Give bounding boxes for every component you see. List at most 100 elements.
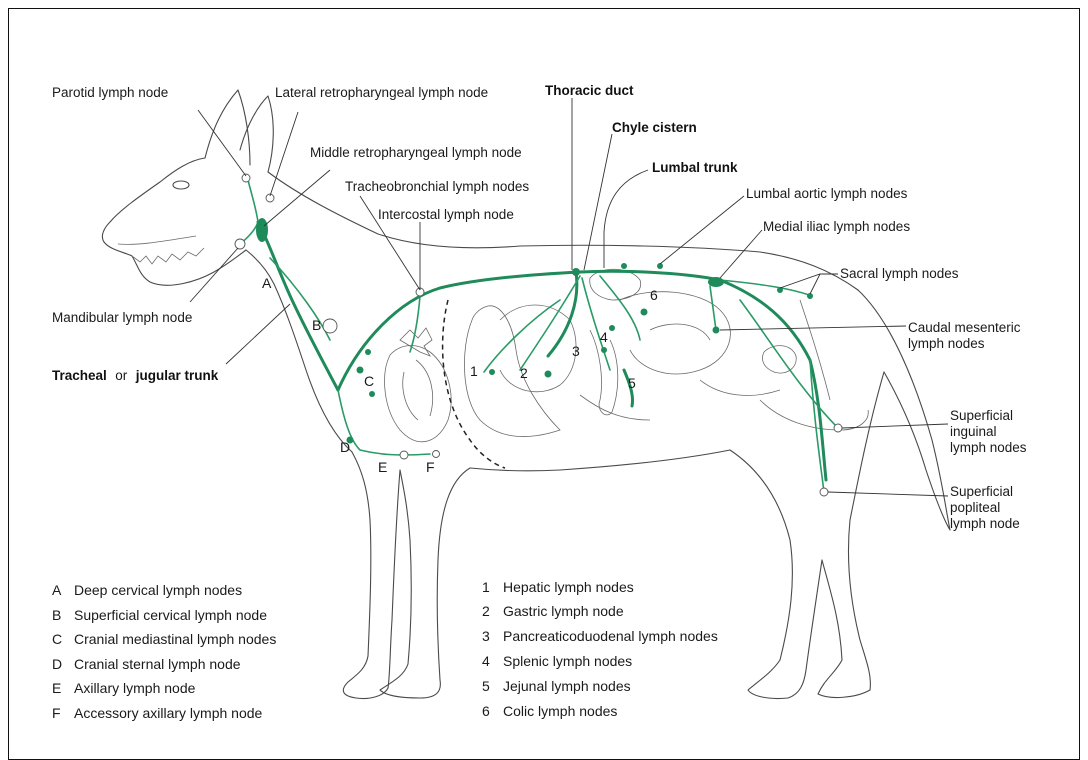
legend-row: 1 Hepatic lymph nodes bbox=[482, 579, 634, 595]
accessory-axillary-node bbox=[433, 451, 440, 458]
bladder bbox=[762, 346, 796, 373]
mandibular-vessel bbox=[240, 180, 258, 244]
lymphatic-system bbox=[235, 174, 842, 496]
label-mandibular: Mandibular lymph node bbox=[52, 310, 192, 325]
axillary-vessel bbox=[338, 390, 430, 455]
label-lateral-retro: Lateral retropharyngeal lymph node bbox=[275, 85, 488, 100]
marker-B: B bbox=[312, 317, 321, 333]
label-thoracic-duct: Thoracic duct bbox=[545, 83, 634, 98]
back-line bbox=[520, 245, 858, 290]
colic-node bbox=[641, 309, 648, 316]
legend-key: 6 bbox=[482, 703, 490, 719]
label-medial-iliac: Medial iliac lymph nodes bbox=[763, 219, 910, 234]
head-top bbox=[102, 158, 205, 242]
legend-text: Deep cervical lymph nodes bbox=[74, 582, 242, 598]
lead-chyle-cistern bbox=[584, 134, 612, 270]
lead-medial-iliac bbox=[720, 230, 762, 278]
cranial-mediastinal-node-2 bbox=[365, 349, 371, 355]
lead-lumbal-trunk bbox=[604, 170, 648, 268]
legend-key: F bbox=[52, 705, 61, 721]
tracheal-trunk-vessel bbox=[258, 222, 338, 390]
hepatic-node bbox=[489, 369, 495, 375]
label-tracheal-b: jugular trunk bbox=[135, 368, 219, 383]
lead-tracheal-trunk bbox=[226, 304, 290, 364]
label-lumbal-aortic: Lumbal aortic lymph nodes bbox=[746, 186, 908, 201]
belly bbox=[470, 450, 730, 471]
hind-leg-front bbox=[730, 450, 822, 699]
chyle-cistern-node bbox=[572, 268, 580, 276]
legend-key: A bbox=[52, 582, 62, 598]
gastric-node bbox=[545, 371, 552, 378]
legend-text: Superficial cervical lymph node bbox=[74, 607, 267, 623]
visceral-branches bbox=[484, 276, 640, 372]
cranial-mediastinal-node-1 bbox=[357, 367, 364, 374]
marker-3: 3 bbox=[572, 343, 580, 359]
legend-text: Cranial sternal lymph node bbox=[74, 656, 241, 672]
label-parotid: Parotid lymph node bbox=[52, 85, 168, 100]
caudal-mesenteric-node bbox=[713, 327, 720, 334]
legend-row: C Cranial mediastinal lymph nodes bbox=[52, 631, 276, 647]
middle-retro-node bbox=[256, 218, 268, 242]
sup-inguinal-node bbox=[834, 424, 842, 432]
lung-vessel bbox=[400, 328, 432, 356]
marker-E: E bbox=[378, 459, 387, 475]
label-sup-popliteal-2: popliteal bbox=[950, 500, 1000, 515]
legend-row: 5 Jejunal lymph nodes bbox=[482, 678, 631, 694]
lead-lumbal-aortic bbox=[660, 196, 744, 264]
label-caudal-mesenteric-1: Caudal mesenteric bbox=[908, 320, 1021, 335]
sup-popliteal-node bbox=[820, 488, 828, 496]
mouth-line bbox=[118, 236, 196, 244]
marker-6: 6 bbox=[650, 287, 658, 303]
legend-text: Hepatic lymph nodes bbox=[503, 579, 634, 595]
label-sup-inguinal-1: Superficial bbox=[950, 408, 1013, 423]
stomach bbox=[500, 305, 576, 392]
label-intercostal: Intercostal lymph node bbox=[378, 207, 514, 222]
marker-A: A bbox=[262, 275, 272, 291]
lumbal-aortic-node-1 bbox=[621, 263, 627, 269]
label-sacral: Sacral lymph nodes bbox=[840, 266, 959, 281]
legend-key: 5 bbox=[482, 678, 490, 694]
parotid-node bbox=[242, 174, 250, 182]
diaphragm-line bbox=[443, 300, 505, 468]
hind-paw-back bbox=[818, 560, 870, 697]
teeth bbox=[132, 248, 204, 264]
legend-key: 2 bbox=[482, 603, 490, 619]
marker-4: 4 bbox=[600, 329, 608, 345]
splenic-node-2 bbox=[601, 347, 607, 353]
legend-row: E Axillary lymph node bbox=[52, 680, 196, 696]
axillary-node bbox=[400, 451, 408, 459]
ear-back bbox=[240, 96, 273, 172]
label-sup-inguinal-3: lymph nodes bbox=[950, 440, 1027, 455]
inguinal-vessel bbox=[740, 300, 840, 430]
intercostal-vessel bbox=[410, 296, 420, 352]
front-leg-front bbox=[343, 452, 400, 699]
rib-heart bbox=[385, 346, 452, 442]
legend-text: Pancreaticoduodenal lymph nodes bbox=[503, 628, 718, 644]
label-chyle-cistern: Chyle cistern bbox=[612, 120, 697, 135]
label-tracheal-or: or bbox=[115, 368, 128, 383]
callout-labels: Parotid lymph node Lateral retropharynge… bbox=[52, 83, 1027, 531]
intestines bbox=[580, 292, 780, 420]
caudal-mesenteric-vessel bbox=[710, 286, 716, 330]
medial-iliac-node bbox=[708, 277, 724, 287]
legend-text: Axillary lymph node bbox=[74, 680, 196, 696]
marker-2: 2 bbox=[520, 365, 528, 381]
legend-key: 4 bbox=[482, 653, 490, 669]
legend-row: D Cranial sternal lymph node bbox=[52, 656, 241, 672]
label-caudal-mesenteric-2: lymph nodes bbox=[908, 336, 985, 351]
label-tracheobronchial: Tracheobronchial lymph nodes bbox=[345, 179, 529, 194]
legend-key: E bbox=[52, 680, 61, 696]
legend-row: B Superficial cervical lymph node bbox=[52, 607, 267, 623]
sacral-vessel bbox=[720, 280, 812, 296]
lead-mandibular bbox=[190, 248, 238, 302]
legend-key: 3 bbox=[482, 628, 490, 644]
lead-sup-popliteal bbox=[828, 492, 948, 496]
marker-D: D bbox=[340, 439, 350, 455]
legend-row: 6 Colic lymph nodes bbox=[482, 703, 617, 719]
ear-front bbox=[205, 90, 250, 165]
legend-key: 1 bbox=[482, 579, 490, 595]
sup-cervical-node bbox=[323, 319, 337, 333]
mandibular-node bbox=[235, 239, 245, 249]
legend-text: Accessory axillary lymph node bbox=[74, 705, 263, 721]
